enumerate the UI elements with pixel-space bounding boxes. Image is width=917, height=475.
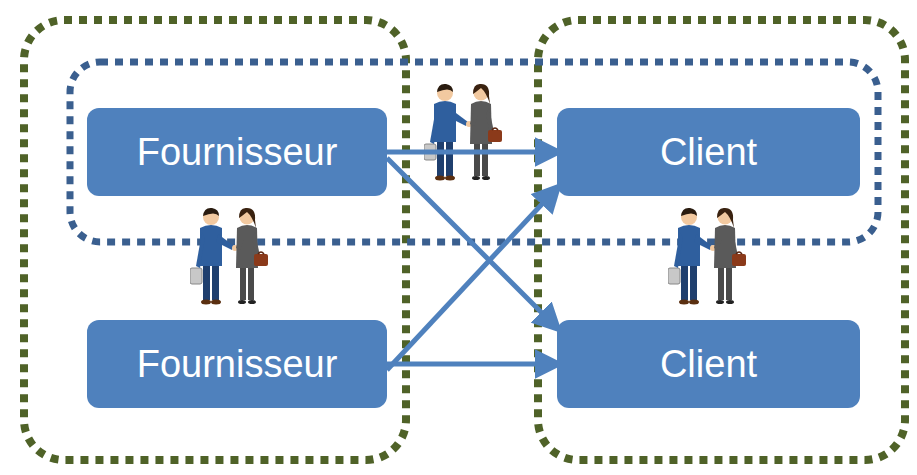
group-outline [70, 62, 878, 242]
box-label: Client [660, 131, 757, 174]
process-box: Client [557, 320, 860, 408]
box-label: Client [660, 343, 757, 386]
handshake-figure [668, 208, 746, 305]
flow-arrow [387, 158, 557, 328]
flow-arrow [387, 362, 557, 367]
box-label: Fournisseur [137, 343, 338, 386]
process-box: Fournisseur [87, 320, 387, 408]
process-box: Fournisseur [87, 108, 387, 196]
flow-arrow [387, 188, 557, 370]
box-label: Fournisseur [137, 131, 338, 174]
handshake-figure [424, 84, 502, 181]
process-box: Client [557, 108, 860, 196]
handshake-figure [190, 208, 268, 305]
flow-arrow [387, 150, 557, 155]
